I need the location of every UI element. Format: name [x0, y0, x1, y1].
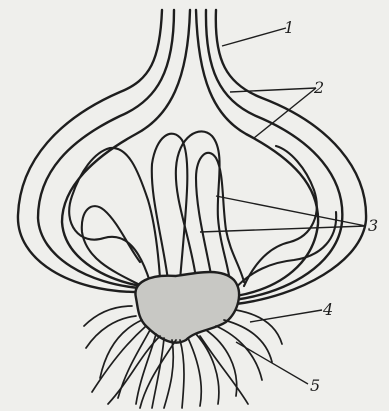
basal-plate	[135, 272, 239, 343]
label-3: 3	[368, 218, 378, 234]
label-1: 1	[284, 20, 294, 36]
label-4: 4	[323, 302, 333, 318]
label-5: 5	[310, 378, 320, 394]
label-2: 2	[314, 80, 324, 96]
